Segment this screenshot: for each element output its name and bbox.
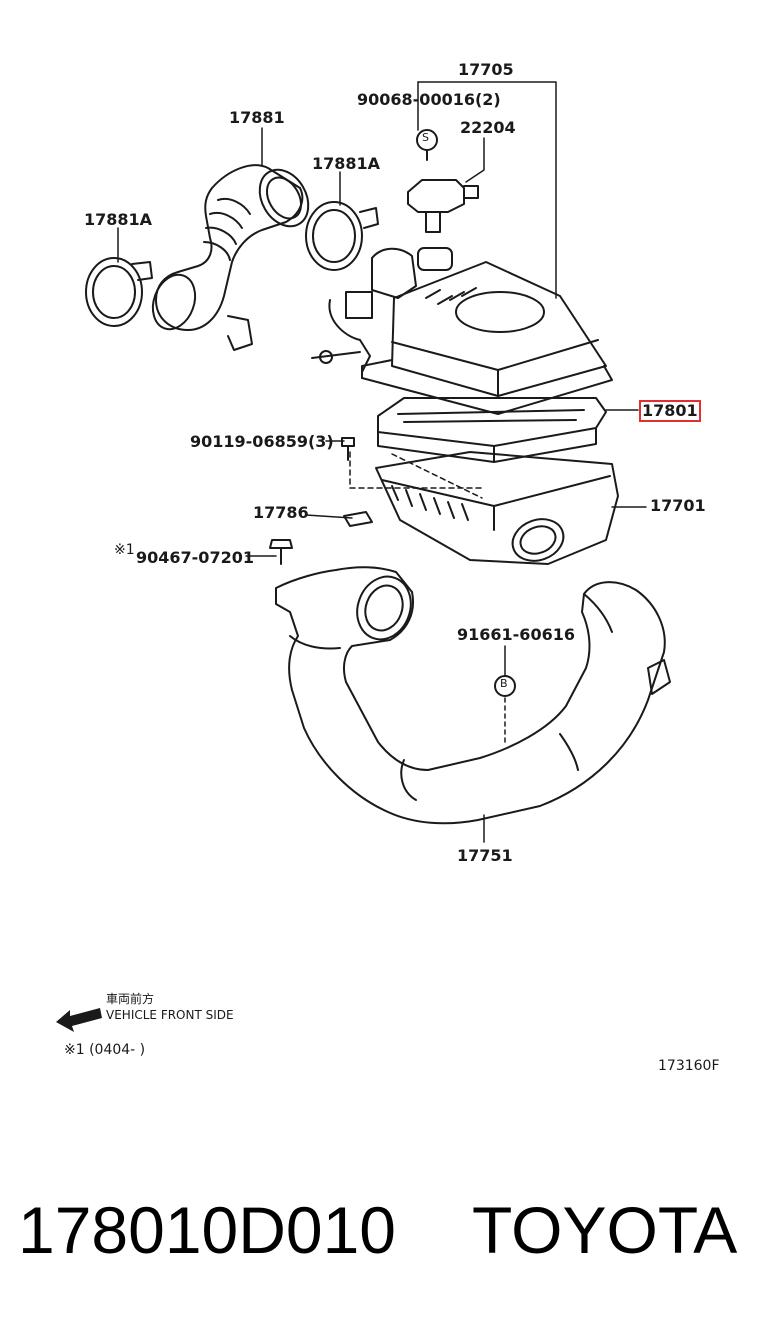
legend-jp: 車両前方 xyxy=(106,992,155,1006)
front-arrow-icon xyxy=(56,1008,102,1032)
label-90467-07201: 90467-07201 xyxy=(136,548,254,567)
intake-duct-drawing xyxy=(275,566,671,825)
intake-hose-drawing xyxy=(151,164,310,351)
brand-name: TOYOTA xyxy=(472,1193,738,1267)
label-17705: 17705 xyxy=(458,60,514,79)
clip-90467-drawing xyxy=(269,539,293,565)
label-note-mark: ※1 xyxy=(114,542,135,558)
label-22204: 22204 xyxy=(460,118,516,137)
hose-clamp-left-drawing xyxy=(85,257,153,327)
callout-s-label: S xyxy=(422,131,429,144)
label-17881a-left: 17881A xyxy=(84,210,153,229)
part-number: 178010D010 xyxy=(18,1193,397,1267)
label-91661-60616: 91661-60616 xyxy=(457,625,575,644)
callout-b-icon xyxy=(494,675,516,697)
leader-lines xyxy=(117,81,647,843)
air-cleaner-case-drawing xyxy=(375,451,619,565)
hose-clamp-top-drawing xyxy=(305,201,379,271)
label-17881a-top: 17881A xyxy=(312,154,381,173)
callout-b-label: B xyxy=(500,677,508,690)
clip-17786-drawing xyxy=(343,511,373,527)
air-filter-element-drawing xyxy=(377,397,607,463)
label-17751: 17751 xyxy=(457,846,513,865)
label-90068-00016: 90068-00016(2) xyxy=(357,90,501,109)
diagram-code: 173160F xyxy=(658,1058,720,1074)
label-17801-highlighted: 17801 xyxy=(639,400,701,422)
label-17701: 17701 xyxy=(650,496,706,515)
label-90119-06859: 90119-06859(3) xyxy=(190,432,334,451)
air-cleaner-cap-drawing xyxy=(311,247,613,415)
legend-note: ※1 (0404- ) xyxy=(64,1042,146,1058)
label-17881: 17881 xyxy=(229,108,285,127)
label-17786: 17786 xyxy=(253,503,309,522)
screw-90119-drawing xyxy=(341,437,355,461)
callout-s-icon xyxy=(416,129,438,161)
legend-vehicle-front-side: VEHICLE FRONT SIDE xyxy=(106,1008,234,1022)
air-flow-meter-drawing xyxy=(407,179,479,233)
